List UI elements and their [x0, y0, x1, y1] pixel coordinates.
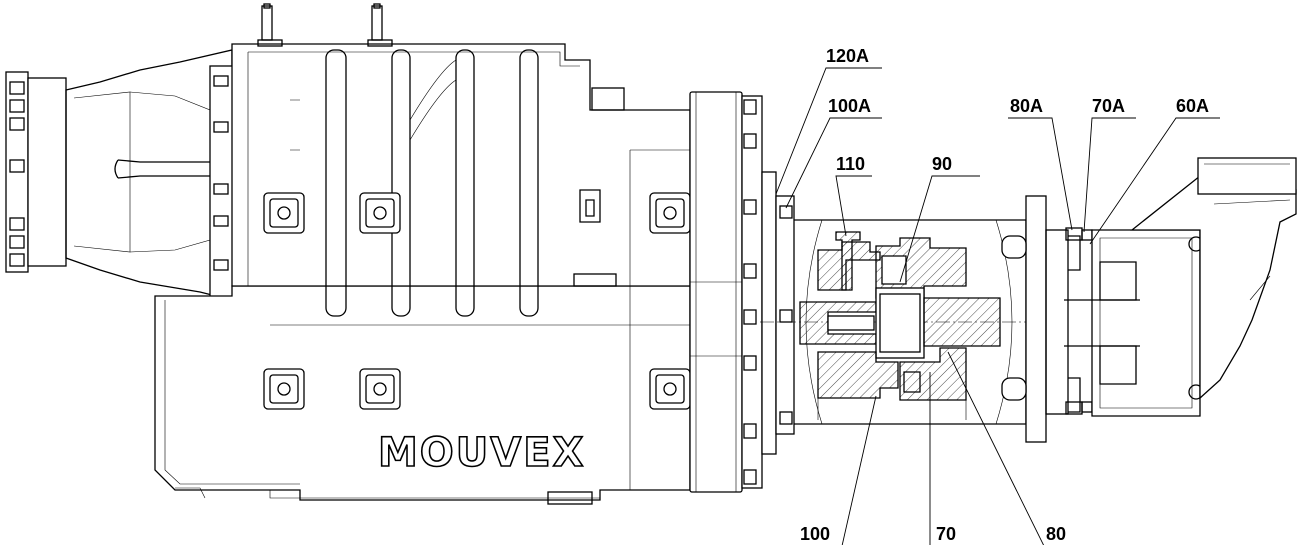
- coupling-flange: [1001, 195, 1093, 443]
- callout-70: 70: [929, 372, 956, 545]
- callout-label: 120A: [826, 46, 869, 66]
- callout-80: 80: [947, 351, 1066, 545]
- pump-body: [154, 3, 691, 505]
- callout-label: 100A: [828, 96, 871, 116]
- callout-label: 100: [800, 524, 830, 544]
- part-100: [817, 351, 899, 399]
- part-70: [899, 347, 967, 401]
- callout-label: 90: [932, 154, 952, 174]
- callout-label: 70A: [1092, 96, 1125, 116]
- bolt-boss: [263, 192, 305, 234]
- callout-110: 110: [835, 154, 872, 237]
- bolt-boss: [359, 192, 401, 234]
- key-110: [835, 231, 861, 291]
- callout-label: 70: [936, 524, 956, 544]
- logo-text: MOUVEX: [378, 430, 585, 476]
- motor-adapter: [1064, 157, 1297, 417]
- callout-100: 100: [800, 395, 877, 545]
- callout-label: 80A: [1010, 96, 1043, 116]
- bolt-boss: [649, 368, 691, 410]
- callout-90: 90: [899, 154, 980, 283]
- front-cover: [689, 91, 795, 493]
- bolt-boss: [359, 368, 401, 410]
- callout-120A: 120A: [775, 46, 882, 195]
- mouvex-logo: MOUVEX: [377, 429, 585, 477]
- callout-80A: 80A: [1008, 96, 1073, 231]
- inlet-flange: [5, 49, 235, 301]
- shaft-right: [923, 297, 1001, 347]
- callout-label: 60A: [1176, 96, 1209, 116]
- callout-70A: 70A: [1083, 96, 1136, 233]
- callout-100A: 100A: [785, 96, 882, 209]
- section-view: [760, 219, 1040, 425]
- callout-label: 80: [1046, 524, 1066, 544]
- callout-60A: 60A: [1089, 96, 1220, 245]
- callout-label: 110: [836, 154, 865, 174]
- bolt-boss: [263, 368, 305, 410]
- bolt-boss: [649, 192, 691, 234]
